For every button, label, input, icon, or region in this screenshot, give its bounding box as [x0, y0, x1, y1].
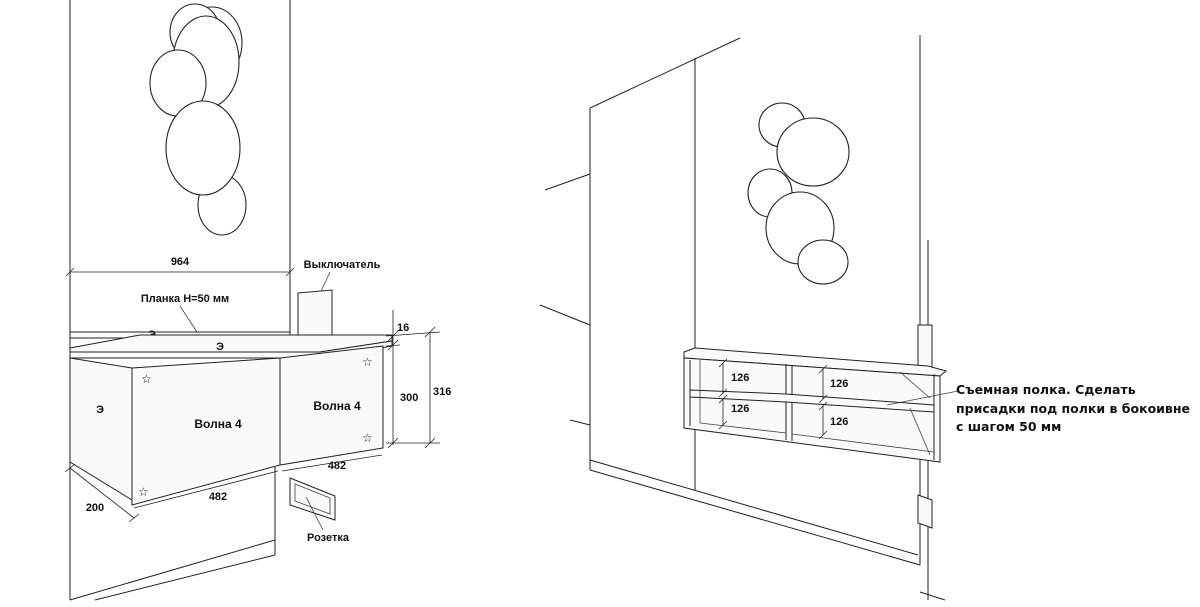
front-panel-right [279, 345, 384, 466]
front-panel-right-label: Волна 4 [313, 399, 361, 413]
note-line-3: с шагом 50 мм [956, 419, 1061, 434]
dim-316-label: 316 [433, 386, 451, 398]
wall-lamp [149, 3, 247, 236]
switch-label: Выключатель [304, 259, 381, 271]
cabinet-side-panel [69, 357, 133, 501]
note-leader [886, 390, 959, 406]
top-edge-left [589, 37, 741, 109]
dim-482-right-label: 482 [328, 460, 346, 472]
lamp-disk [776, 117, 850, 187]
top-marker: Э [216, 341, 224, 353]
star-marker: ☆ [362, 431, 373, 445]
dim-200-label: 200 [86, 502, 104, 514]
note-line-1: Съемная полка. Сделать [956, 382, 1136, 397]
socket-box [289, 477, 336, 521]
front-panel-left-label: Волна 4 [194, 417, 242, 431]
wall-lamp-right [747, 102, 850, 285]
socket-leader [305, 496, 324, 531]
dim-line-482-bottom [133, 470, 279, 509]
floor-corner [919, 591, 946, 601]
shelf-body [683, 357, 941, 463]
socket-label: Розетка [307, 532, 350, 544]
lamp-disk [797, 239, 849, 285]
shelf-dim-label: 126 [830, 378, 848, 390]
ceiling-edge [544, 173, 591, 191]
star-marker: ☆ [141, 372, 152, 386]
dim-line-482-right [281, 454, 383, 472]
floor-line-2 [94, 554, 276, 601]
dim-964-label: 964 [171, 256, 190, 268]
floor-line [69, 539, 276, 601]
floor-line-2 [589, 459, 919, 556]
plank-leader [179, 305, 198, 333]
shelf-dim-label: 126 [731, 372, 749, 384]
lamp-disk [165, 100, 241, 196]
niche-line-2 [569, 419, 591, 426]
plank-label: Планка Н=50 мм [141, 293, 229, 305]
side-marker: Э [96, 404, 104, 416]
shelf-dim-label: 126 [830, 416, 848, 428]
note-line-2: присадки под полки в бокоивне [956, 401, 1190, 416]
star-marker: ☆ [362, 355, 373, 369]
front-panel-left [131, 357, 281, 506]
niche-line [539, 304, 591, 326]
switch-box [297, 289, 333, 337]
dim-482-bottom-label: 482 [209, 491, 227, 503]
dim-line-200 [69, 467, 135, 519]
dim-300-label: 300 [400, 392, 418, 404]
left-view: 964 Планка Н=50 мм Выключатель Э Э Э Вол… [64, 0, 451, 601]
floor-line [589, 469, 921, 566]
right-view: 126 126 126 126 Съемная полка. Сделать п… [539, 35, 1190, 601]
switch-box [917, 324, 933, 371]
socket-box [917, 494, 933, 529]
removable-shelf [689, 389, 935, 413]
shelf-dim-label: 126 [731, 403, 749, 415]
star-marker: ☆ [138, 485, 149, 499]
dim-16-label: 16 [397, 322, 409, 334]
